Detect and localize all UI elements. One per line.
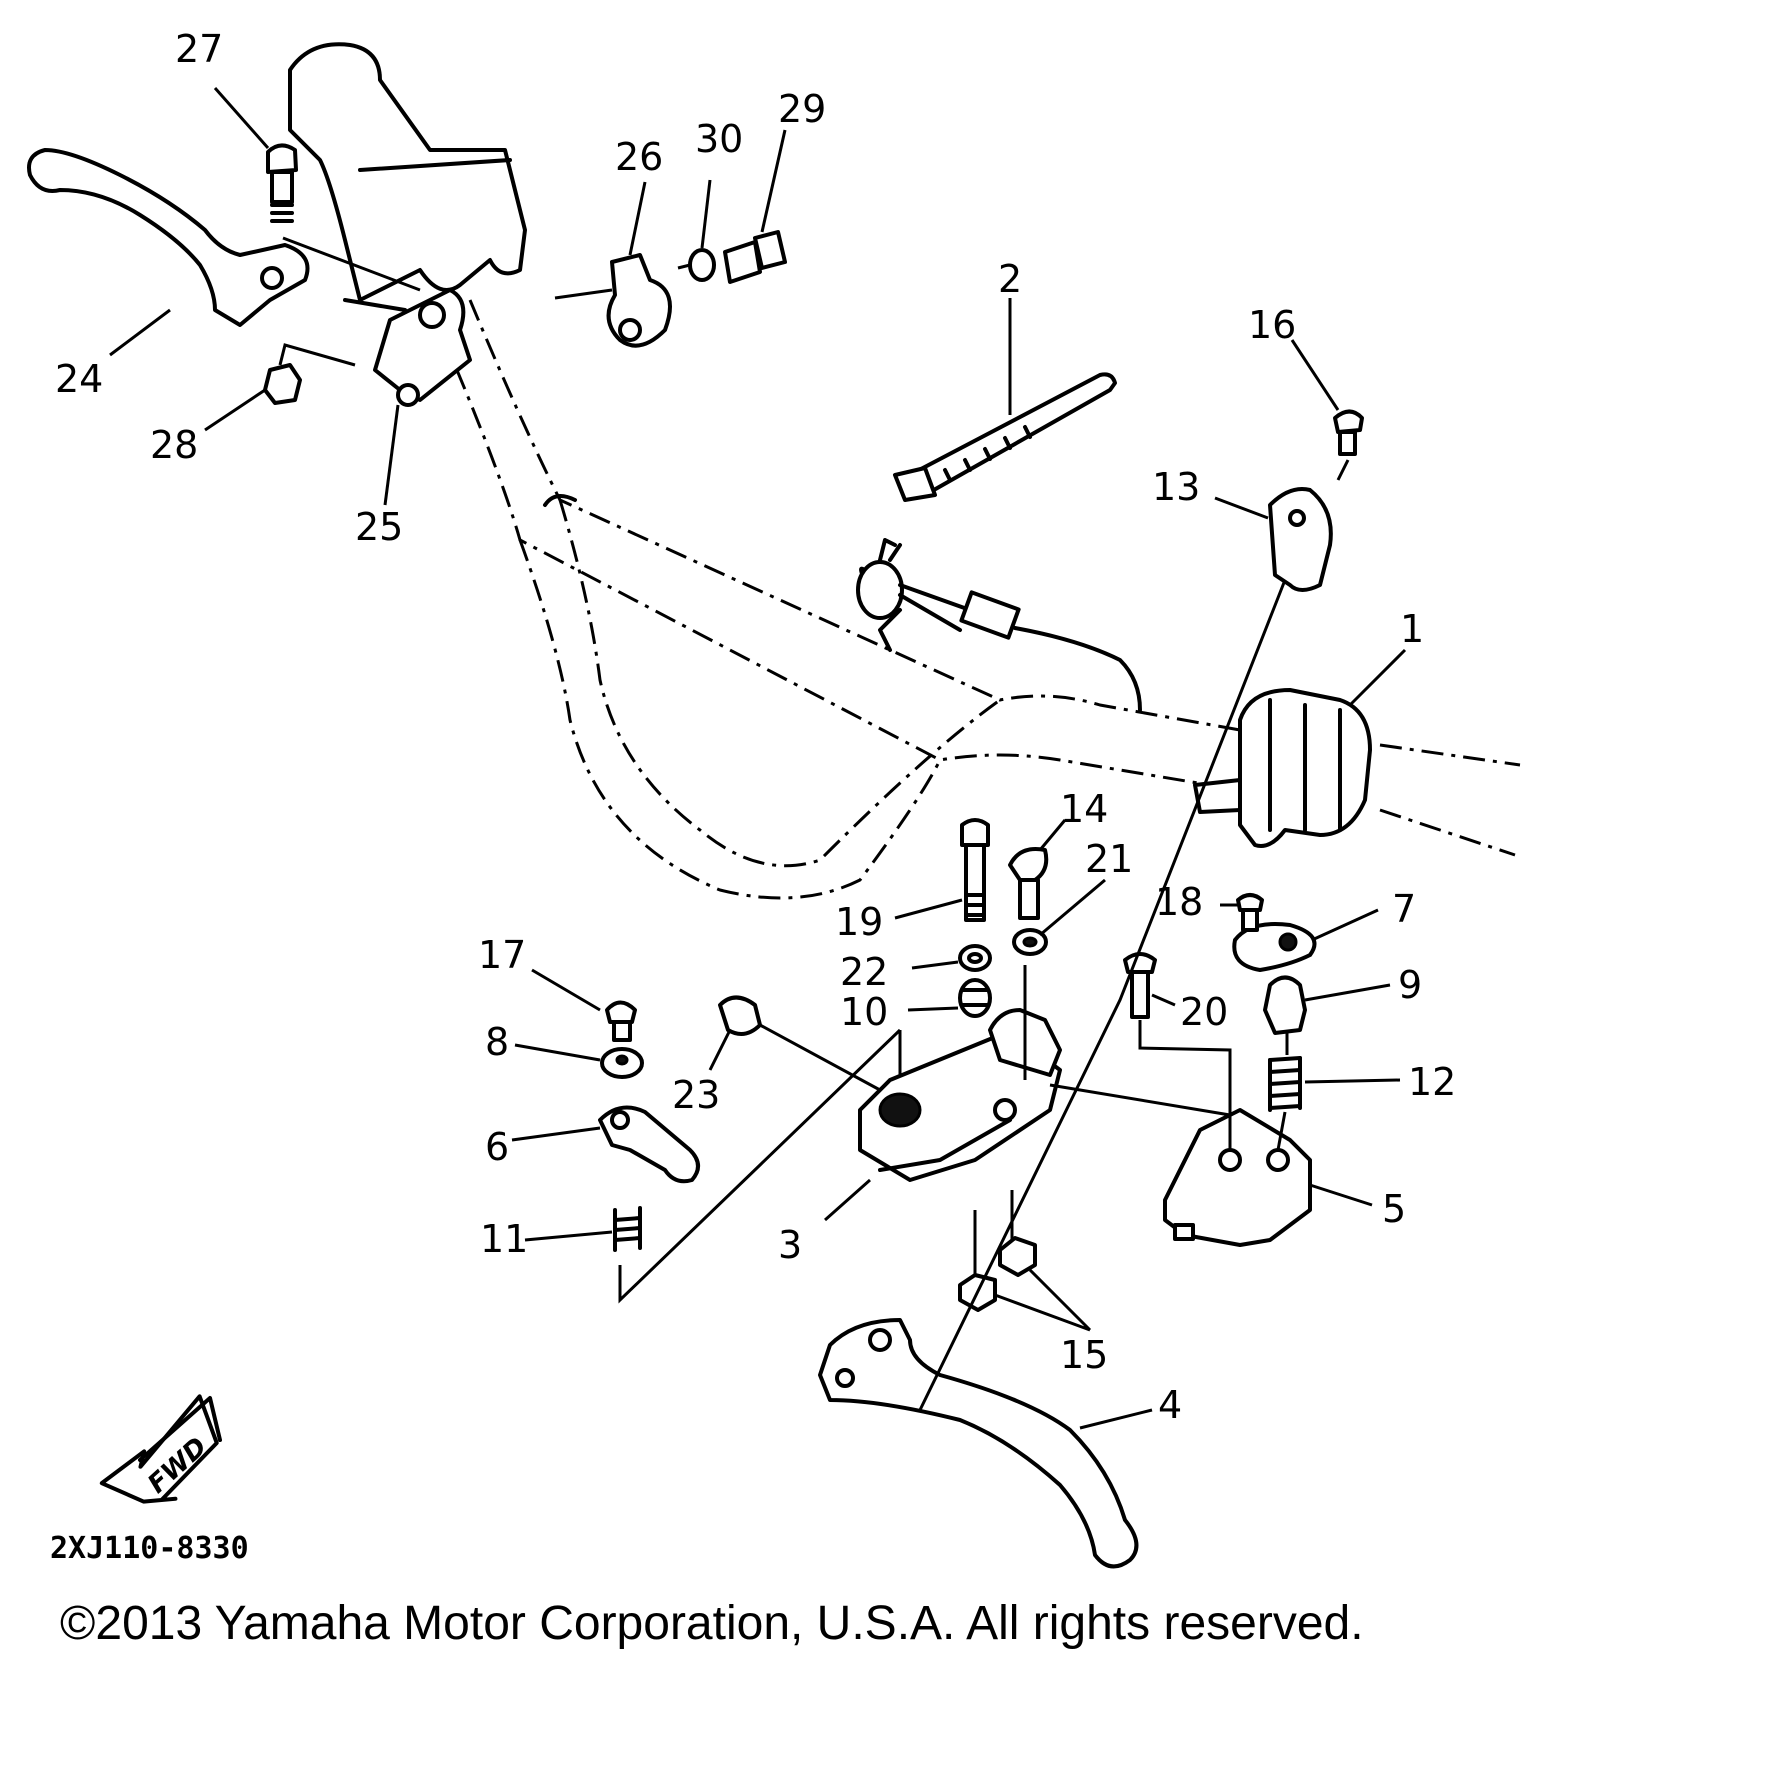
callout-2: 2 <box>998 257 1022 301</box>
part-22-washer <box>958 944 992 972</box>
part-4-brake-lever <box>818 1318 1139 1569</box>
part-1-handlebar-switch <box>1193 688 1372 848</box>
callout-3: 3 <box>778 1223 802 1267</box>
callout-17: 17 <box>478 933 526 977</box>
part-17-screw <box>605 1000 637 1042</box>
part-11-spring <box>613 1206 642 1252</box>
callout-28: 28 <box>150 423 198 467</box>
callout-13: 13 <box>1152 465 1200 509</box>
part-2-cable-tie <box>893 372 1117 502</box>
part-12-spring <box>1268 1056 1302 1112</box>
callout-8: 8 <box>485 1020 509 1064</box>
callout-21: 21 <box>1085 837 1133 881</box>
part-28-nut <box>263 363 302 405</box>
part-29-bolt <box>723 230 787 284</box>
part-3-brake-lever-holder <box>858 1008 1062 1182</box>
callout-12: 12 <box>1408 1060 1456 1104</box>
callout-14: 14 <box>1060 787 1108 831</box>
callout-7: 7 <box>1392 887 1416 931</box>
wiring-harness <box>856 538 1142 712</box>
part-24-clutch-lever <box>27 148 310 327</box>
handlebar <box>438 299 1521 900</box>
part-18-screw <box>1236 893 1264 932</box>
part-23-collar <box>718 995 762 1036</box>
part-19-bolt <box>960 818 990 922</box>
part-30-washer <box>688 248 716 282</box>
callout-numbers: 1 2 3 4 5 6 7 8 9 10 11 12 13 14 15 16 1… <box>55 27 1456 1427</box>
part-8-washer <box>600 1047 644 1079</box>
callout-20: 20 <box>1180 990 1228 1034</box>
part-25-lever-holder <box>373 288 472 407</box>
callout-9: 9 <box>1398 963 1422 1007</box>
part-10-grommet <box>958 978 992 1018</box>
callout-10: 10 <box>840 990 888 1034</box>
callout-5: 5 <box>1382 1187 1406 1231</box>
callout-25: 25 <box>355 505 403 549</box>
callout-27: 27 <box>175 27 223 71</box>
copyright-notice: ©2013 Yamaha Motor Corporation, U.S.A. A… <box>60 1597 1364 1650</box>
part-21-washer <box>1012 928 1048 956</box>
part-14-pivot-bolt <box>1008 847 1049 920</box>
fwd-arrow-icon: FWD <box>99 1394 222 1504</box>
callout-1: 1 <box>1400 607 1424 651</box>
callout-16: 16 <box>1248 303 1296 347</box>
callout-30: 30 <box>695 117 743 161</box>
left-grip-housing <box>288 42 527 312</box>
part-20-screw <box>1123 952 1157 1019</box>
part-26-bracket <box>606 253 672 348</box>
callout-24: 24 <box>55 357 103 401</box>
callout-4: 4 <box>1158 1383 1182 1427</box>
callout-23: 23 <box>672 1073 720 1117</box>
callout-29: 29 <box>778 87 826 131</box>
part-13-switch-holder <box>1268 487 1333 592</box>
assembly-lines <box>278 236 1350 1411</box>
callout-6: 6 <box>485 1125 509 1169</box>
callout-11: 11 <box>480 1217 528 1261</box>
part-7-plate <box>1232 922 1317 972</box>
callout-18: 18 <box>1155 880 1203 924</box>
callout-19: 19 <box>835 900 883 944</box>
part-6-plate <box>598 1105 700 1184</box>
callout-22: 22 <box>840 950 888 994</box>
part-27-bolt <box>266 143 298 223</box>
callout-26: 26 <box>615 135 663 179</box>
part-16-screw <box>1333 409 1364 456</box>
part-5-brake-switch <box>1163 1108 1312 1247</box>
drawing-code: 2XJ110-8330 <box>50 1531 249 1566</box>
part-9-plunger <box>1263 975 1307 1035</box>
callout-leaders <box>109 87 1407 1430</box>
callout-15: 15 <box>1060 1333 1108 1377</box>
